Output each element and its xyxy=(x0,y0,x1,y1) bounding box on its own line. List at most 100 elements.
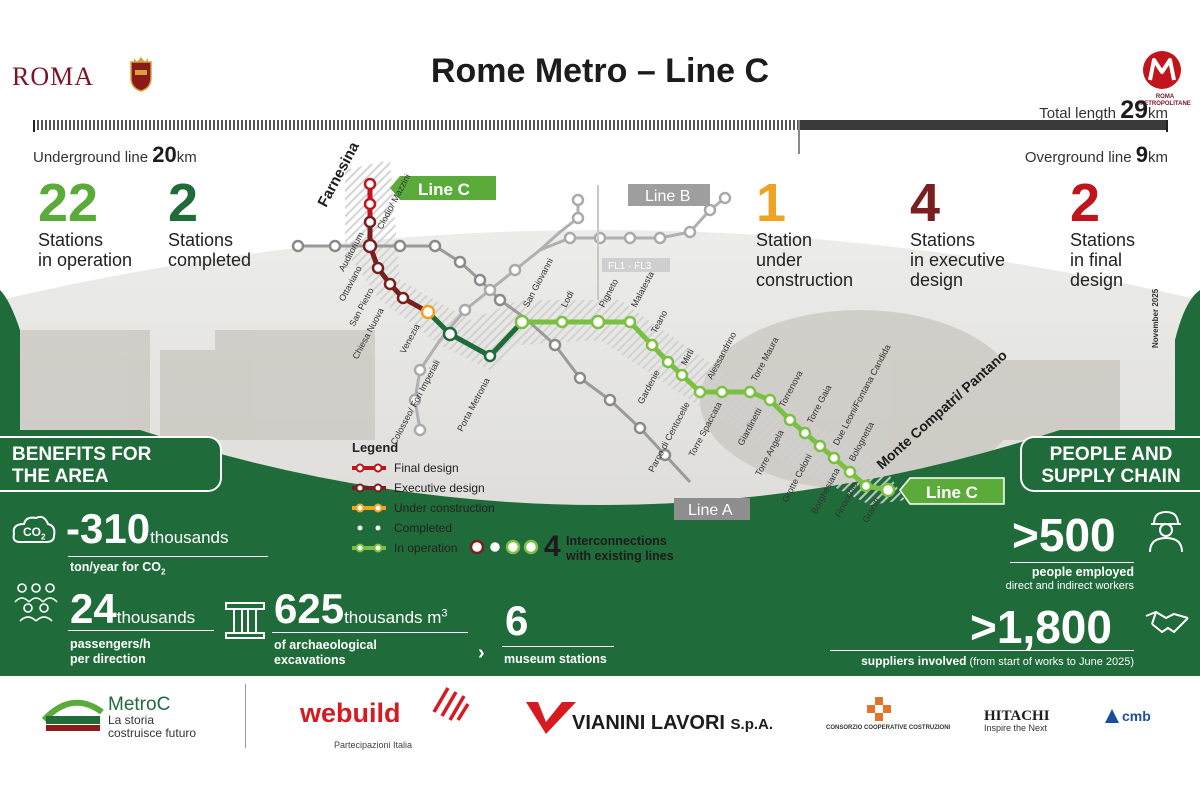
line-c-top-text: Line C xyxy=(418,180,470,199)
metroc-tagline: La storia costruisce futuro xyxy=(108,714,196,740)
legend-item-completed: Completed xyxy=(352,518,495,538)
station-venezia: Venezia xyxy=(398,322,422,355)
webuild-mark-icon xyxy=(432,687,470,721)
worker-icon xyxy=(1149,510,1183,553)
legend-swatch-executive-icon xyxy=(352,483,386,493)
cmb-logo-icon xyxy=(1105,709,1119,723)
interconnections-text2: with existing lines xyxy=(566,549,674,563)
passengers-divider xyxy=(68,630,214,631)
stat-final-design-caption2: in final xyxy=(1070,250,1123,270)
co2-icon-sub: 2 xyxy=(41,532,46,542)
total-length-value: 29 xyxy=(1120,96,1148,124)
stat-in-operation-caption2: in operation xyxy=(38,250,133,270)
excavation-caption: of archaeological excavations xyxy=(274,638,377,668)
co2-value: -310 xyxy=(66,505,151,552)
passengers-caption2: per direction xyxy=(70,652,146,666)
line-c-bottom-text: Line C xyxy=(926,483,978,502)
station-grotte-celoni: Grotte Celoni xyxy=(780,452,814,504)
metroc-tag1: La storia xyxy=(108,713,155,727)
line-a-text: Line A xyxy=(688,502,733,519)
station-torrenova: Torrenova xyxy=(777,369,805,409)
line-b-label: Line B xyxy=(628,184,710,206)
webuild-sub: Partecipazioni Italia xyxy=(334,740,413,750)
co2-icon-text: CO xyxy=(23,525,41,539)
stat-under-construction: 1 Station under construction xyxy=(756,176,853,290)
line-c-completed xyxy=(426,310,524,360)
employed-caption1: people employed xyxy=(1031,565,1134,579)
stat-under-construction-caption3: construction xyxy=(756,270,854,290)
station-san-giovanni: San Giovanni xyxy=(521,257,555,309)
vianini-logo-icon xyxy=(526,702,576,734)
line-c-bottom-label: Line C xyxy=(899,477,1005,505)
people-badge: PEOPLE AND SUPPLY CHAIN xyxy=(1020,436,1200,492)
legend-swatch-final-icon xyxy=(352,463,386,473)
benefits-badge: BENEFITS FOR THE AREA xyxy=(0,436,222,492)
total-length-unit: km xyxy=(1148,105,1168,122)
fl-label: FL1 - FL3 xyxy=(602,258,670,272)
overground-unit: km xyxy=(1148,149,1168,166)
station-graniti: Graniti xyxy=(860,496,881,524)
suppliers-caption-bold: suppliers involved xyxy=(861,654,967,668)
people-badge-line2: SUPPLY CHAIN xyxy=(1041,466,1181,487)
station-clodio: Clodio/ Mazzini xyxy=(375,172,412,231)
co2-icon: CO2 xyxy=(10,510,58,550)
hitachi-logo: HITACHI xyxy=(984,708,1050,724)
co2-stat: -310thousands xyxy=(66,508,229,550)
line-c-in-operation xyxy=(522,319,889,493)
stat-completed: 2 Stations completed xyxy=(168,176,251,270)
stat-completed-value: 2 xyxy=(168,173,199,233)
interconnections-value: 4 xyxy=(544,530,561,563)
employed-caption: people employed direct and indirect work… xyxy=(1006,565,1134,592)
line-c-top-label: Line C xyxy=(390,176,496,200)
excavation-unit-sup: 3 xyxy=(441,607,448,620)
passengers-icon xyxy=(14,583,58,622)
station-mirti: Mirti xyxy=(679,347,696,367)
roma-metropolitane-label: ROMA METROPOLITANE xyxy=(1139,94,1191,107)
legend-label-completed: Completed xyxy=(394,521,453,535)
overground-value: 9 xyxy=(1135,142,1148,167)
legend-item-executive: Executive design xyxy=(352,478,495,498)
page-title: Rome Metro – Line C xyxy=(430,52,770,90)
line-b-track xyxy=(413,196,726,431)
cmb-name: cmb xyxy=(1122,708,1151,724)
stat-under-construction-caption2: under xyxy=(756,250,803,270)
hitachi-tagline: Inspire the Next xyxy=(984,723,1048,733)
terminus-south: Monte Compatri/ Pantano xyxy=(873,347,1010,472)
stat-under-construction-caption1: Station xyxy=(756,230,813,250)
station-teano: Teano xyxy=(649,309,669,335)
station-finocchio: Finocchio xyxy=(833,480,860,519)
underground-unit: km xyxy=(176,149,197,166)
station-giardinetti: Giardinetti xyxy=(736,406,764,447)
co2-caption-text: ton/year for CO xyxy=(70,560,161,574)
station-torre-gaia: Torre Gaia xyxy=(805,383,834,425)
stat-completed-caption2: completed xyxy=(168,250,252,270)
legend-label-final: Final design xyxy=(394,461,459,475)
vianini-name: VIANINI LAVORI S.p.A. xyxy=(572,712,773,735)
excavation-value: 625 xyxy=(274,585,345,632)
legend-swatch-construction-icon xyxy=(352,503,386,513)
line-b-text: Line B xyxy=(645,188,690,205)
consorzio-logo-icon xyxy=(867,697,891,721)
station-bolognetta: Bolognetta xyxy=(847,420,876,463)
line-a-label: Line A xyxy=(674,498,750,520)
legend-item-final: Final design xyxy=(352,458,495,478)
roma-metropolitane-logo-icon xyxy=(1143,51,1181,89)
line-c-stations xyxy=(362,177,896,498)
roma-logo: ROMA xyxy=(12,62,95,91)
station-alessandrino: Alessandrino xyxy=(705,330,738,381)
passengers-value: 24 xyxy=(70,585,117,632)
roma-crest-icon xyxy=(130,57,152,92)
station-gardenie: Gardenie xyxy=(636,368,662,405)
legend-swatch-completed-icon xyxy=(352,523,386,533)
line-a-stations xyxy=(291,239,672,462)
stat-executive-design: 4 Stations in executive design xyxy=(910,176,1005,290)
interconnections-text1: Interconnections xyxy=(566,534,667,548)
station-parco: Parco di Centocelle xyxy=(646,400,691,474)
benefits-badge-line1: BENEFITS FOR xyxy=(12,444,152,465)
passengers-caption1: passengers/h xyxy=(70,637,151,651)
stat-in-operation-caption1: Stations xyxy=(38,230,104,250)
interconnection-rings-icon xyxy=(469,539,539,555)
museum-value: 6 xyxy=(505,597,529,644)
track-length-bar xyxy=(33,120,1168,154)
